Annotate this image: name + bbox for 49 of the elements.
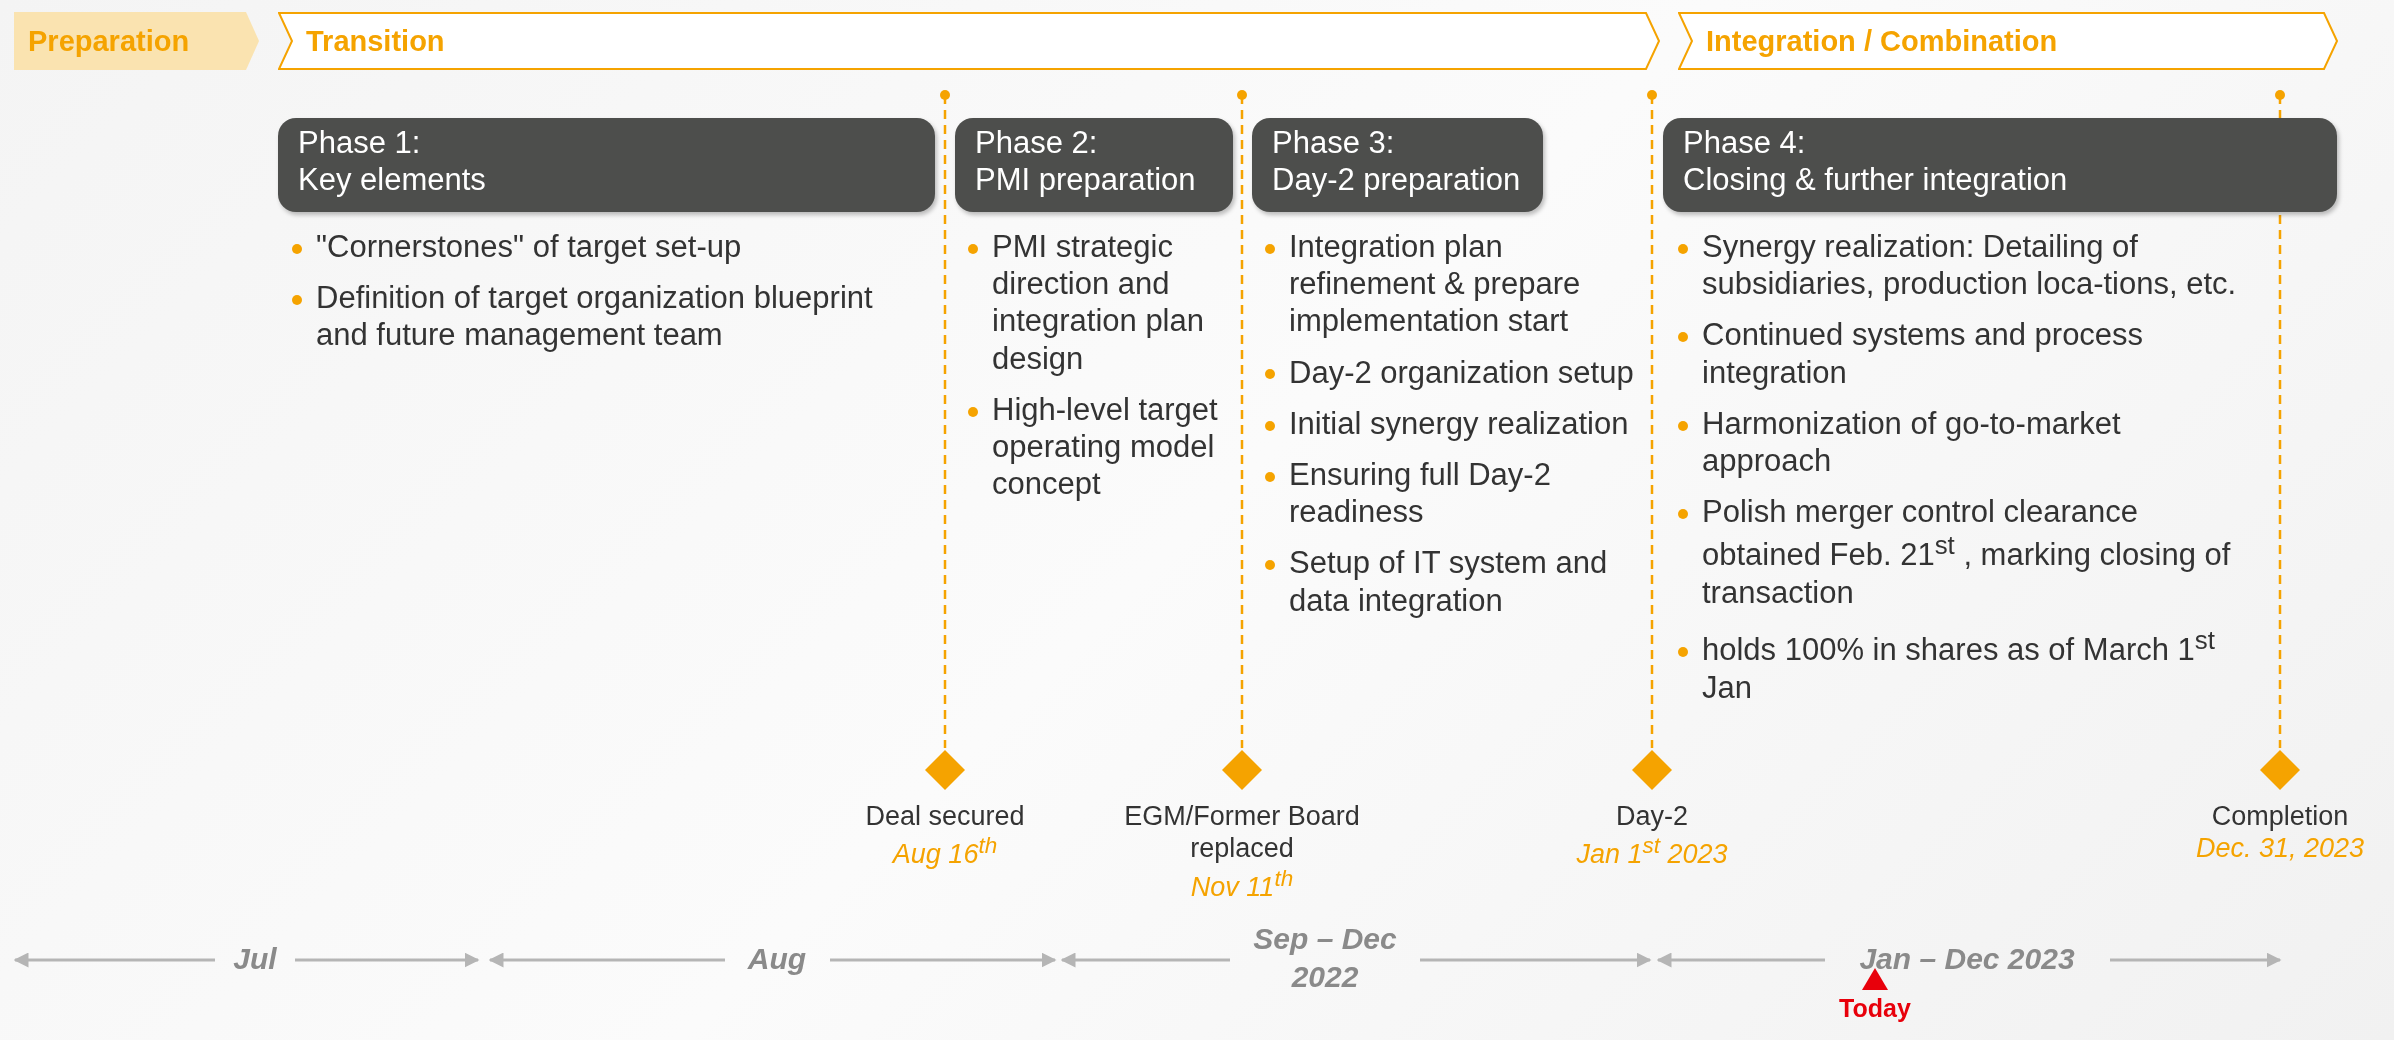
milestone-date: Jan 1$^{st}$ 2023 — [1576, 832, 1728, 871]
stage-label: Transition — [306, 24, 445, 58]
milestone-date: Nov 11$^{th}$ — [1190, 864, 1294, 904]
milestone-label: Day-2 — [1616, 800, 1688, 833]
period-label: Sep – Dec 2022 — [1252, 921, 1398, 995]
period-label: Jul — [232, 941, 278, 977]
phase-header — [955, 118, 1233, 212]
stage-banner — [278, 12, 1660, 70]
milestone-diamond — [1222, 750, 1262, 790]
bullet-text: Ensuring full Day-2 readiness — [1265, 455, 1645, 531]
phase-number: Phase 1: — [298, 124, 421, 162]
phase-header — [1663, 118, 2337, 212]
phase-number: Phase 4: — [1683, 124, 1806, 162]
phase-number: Phase 3: — [1272, 124, 1395, 162]
milestone-diamond — [2260, 750, 2300, 790]
bullet-text: PMI strategic direction and integration plan design — [968, 228, 1240, 377]
bullet-text: Definition of target organization blueprint and future management team — [292, 279, 922, 354]
milestone-diamond — [1632, 750, 1672, 790]
bullet-text: Harmonization of go-to-market approach — [1678, 404, 2238, 480]
stage-label: Preparation — [28, 24, 190, 58]
today-label: Today — [1838, 994, 1912, 1023]
bullet-text: Day-2 organization setup — [1265, 353, 1645, 391]
bullet-text: Synergy realization: Detailing of subsidiaries, production loca-tions, etc. — [1678, 228, 2238, 303]
bullet-text: Polish merger control clearance obtained Feb. 21$^{st}$ , marking closing of transaction — [1678, 493, 2238, 611]
period-label: Aug — [746, 941, 808, 977]
bullet-text: Integration plan refinement & prepare implementation start — [1265, 228, 1645, 340]
milestone-label: Deal secured — [865, 800, 1025, 833]
phase-header — [278, 118, 935, 212]
phase-title: Day-2 preparation — [1272, 161, 1521, 199]
phase-title: Key elements — [298, 161, 486, 199]
bullet-text: Initial synergy realization — [1265, 404, 1645, 442]
milestone-label: Completion — [2211, 800, 2349, 833]
stage-banner — [14, 12, 260, 70]
phase-title: Closing & further integration — [1683, 161, 2068, 199]
milestone-label: EGM/Former Board replaced — [1123, 800, 1361, 865]
milestone-diamond — [925, 750, 965, 790]
bullet-text: holds 100% in shares as of March 1$^{st}$ Jan — [1678, 625, 2238, 706]
period-label: Jan – Dec 2023 — [1858, 941, 2076, 977]
phase-number: Phase 2: — [975, 124, 1098, 162]
milestone-date: Aug 16$^{th}$ — [892, 832, 998, 871]
stage-banner — [1678, 12, 2338, 70]
phase-title: PMI preparation — [975, 161, 1196, 199]
bullet-text: "Cornerstones" of target set-up — [292, 228, 922, 266]
bullet-text: Continued systems and process integration — [1678, 316, 2238, 391]
phase-header — [1252, 118, 1543, 212]
bullet-text: Setup of IT system and data integration — [1265, 544, 1645, 619]
bullet-text: High-level target operating model concept — [968, 390, 1240, 503]
milestone-date: Dec. 31, 2023 — [2195, 832, 2365, 865]
stage-label: Integration / Combination — [1706, 24, 2058, 58]
